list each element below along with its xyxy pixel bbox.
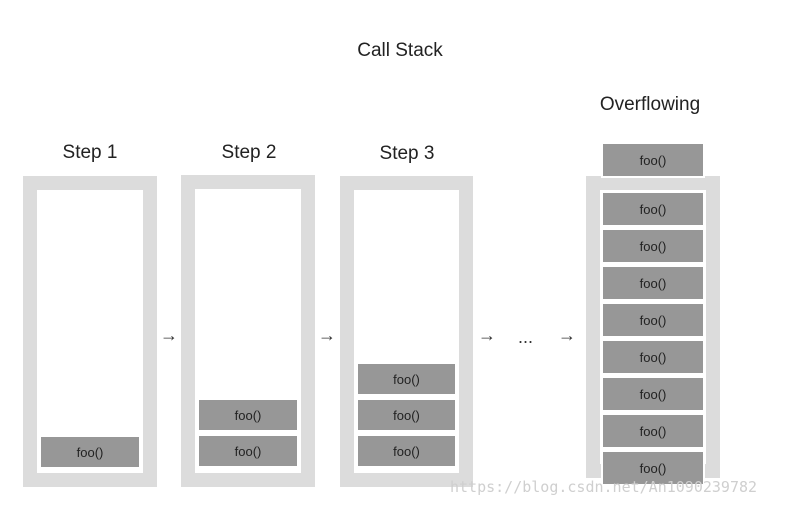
arrow-1: → (160, 325, 178, 345)
overflowing-label: Overflowing (599, 94, 701, 115)
stack-frame: foo() (356, 362, 457, 396)
stack-frame: foo() (601, 339, 705, 375)
stack-frame: foo() (601, 376, 705, 412)
stack-container-step-2: foo() foo() (181, 175, 315, 487)
overflow-stack-frame: foo() (601, 142, 705, 178)
watermark: https://blog.csdn.net/An1090239782 (450, 478, 758, 496)
stack-frame: foo() (197, 434, 299, 468)
arrow-2: → (318, 325, 336, 345)
stack-frame: foo() (601, 228, 705, 264)
stack-frame: foo() (601, 413, 705, 449)
stack-frame: foo() (601, 265, 705, 301)
step-2-label: Step 2 (221, 142, 277, 163)
stack-frame: foo() (601, 302, 705, 338)
stack-container-overflowing: foo() foo() foo() foo() foo() foo() foo(… (586, 176, 720, 486)
arrow-3: → (478, 325, 496, 345)
step-3-label: Step 3 (379, 143, 435, 164)
step-1-label: Step 1 (62, 142, 118, 163)
arrow-4: → (558, 325, 576, 345)
stack-container-step-1: foo() (23, 176, 157, 487)
stack-frame: foo() (39, 435, 141, 469)
stack-frame: foo() (601, 191, 705, 227)
stack-frame: foo() (356, 434, 457, 468)
stack-frame: foo() (197, 398, 299, 432)
ellipsis: ... (518, 327, 534, 347)
stack-frame: foo() (356, 398, 457, 432)
stack-frame: foo() (601, 450, 705, 486)
stack-container-step-3: foo() foo() foo() (340, 176, 473, 487)
diagram-title: Call Stack (357, 40, 443, 61)
